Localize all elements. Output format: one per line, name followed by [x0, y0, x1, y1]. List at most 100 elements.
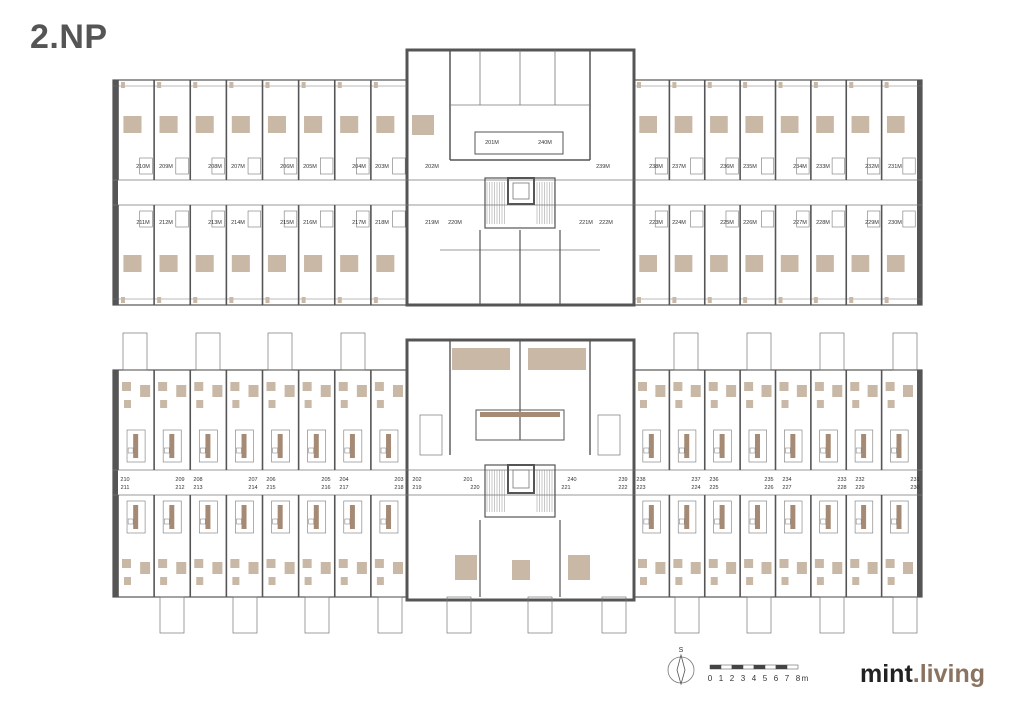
furniture [781, 400, 789, 408]
scale-segment [731, 664, 744, 670]
wall-fixture [648, 434, 654, 458]
bed [780, 116, 799, 133]
furniture [816, 577, 824, 585]
unit-label-237m: 237M [672, 164, 686, 170]
bathroom [831, 210, 845, 228]
furniture [655, 562, 666, 574]
unit-label-214: 214 [248, 485, 257, 491]
unit-label-204m: 204M [352, 164, 366, 170]
wall-fixture [825, 434, 831, 458]
unit-label-205m: 205M [303, 164, 317, 170]
wall-fixture [277, 505, 283, 529]
window-sill [265, 82, 270, 88]
core-room [597, 414, 621, 456]
bathroom [247, 157, 261, 175]
scale-segment [742, 664, 755, 670]
toilet [643, 447, 650, 454]
window-sill [637, 82, 641, 88]
furniture [196, 400, 204, 408]
bed [340, 116, 359, 133]
unit-label-206: 206 [266, 477, 275, 483]
bed [710, 116, 728, 133]
toilet [163, 518, 170, 525]
window-sill [157, 297, 162, 303]
wall-fixture [790, 505, 796, 529]
scale-tick: 7 [785, 674, 790, 683]
unit-label-218: 218 [394, 485, 403, 491]
unit-label-209: 209 [175, 477, 184, 483]
unit-label-222m: 222M [599, 220, 613, 226]
end-wall [917, 80, 922, 305]
furniture [850, 382, 860, 391]
bed [851, 255, 870, 272]
bed [376, 255, 395, 272]
furniture [779, 559, 789, 568]
bathroom [139, 157, 153, 175]
scale-tick: 2 [730, 674, 735, 683]
unit-label-211: 211 [121, 485, 130, 491]
unit-label-207: 207 [248, 477, 257, 483]
scale-tick: 3 [741, 674, 746, 683]
core-furniture [512, 560, 530, 580]
bathroom [890, 429, 909, 463]
unit-label-216m: 216M [303, 220, 317, 226]
window-sill [778, 82, 783, 88]
bathroom [211, 157, 225, 175]
bathroom [677, 429, 697, 463]
toilet [785, 447, 791, 454]
unit-label-212: 212 [175, 485, 184, 491]
bathroom [690, 210, 704, 228]
balcony [673, 332, 699, 371]
toilet [308, 447, 314, 454]
bathroom [198, 429, 218, 463]
furniture [903, 562, 913, 574]
furniture [140, 385, 151, 397]
toilet [749, 447, 756, 454]
compass-label: S [679, 647, 684, 654]
unit-label-235: 235 [764, 477, 773, 483]
unit-label-210m: 210M [136, 164, 150, 170]
unit-label-207m: 207M [231, 164, 245, 170]
scale-segment [764, 664, 777, 670]
bathroom [139, 210, 153, 228]
bathroom [854, 500, 874, 534]
toilet [236, 447, 242, 454]
furniture [304, 400, 312, 408]
bed [710, 255, 728, 272]
unit-label-220m: 220M [448, 220, 462, 226]
unit-label-239m: 239M [596, 164, 610, 170]
wall-fixture [719, 434, 725, 458]
furniture [176, 562, 187, 574]
unit-label-217: 217 [339, 485, 348, 491]
furniture [232, 400, 240, 408]
furniture [122, 382, 131, 391]
wall-fixture [754, 434, 760, 458]
wall-fixture [719, 505, 725, 529]
unit-label-231: 231 [910, 477, 919, 483]
unit-label-203m: 203M [375, 164, 389, 170]
furniture [266, 382, 276, 391]
window-sill [121, 82, 125, 88]
scale-segment [786, 664, 799, 670]
core-counter [480, 412, 560, 417]
furniture [230, 559, 240, 568]
outer-wall [112, 79, 408, 306]
toilet [308, 518, 314, 525]
unit-label-235m: 235M [743, 164, 757, 170]
elevator-car [512, 469, 530, 489]
unit-label-225m: 225M [720, 220, 734, 226]
window-sill [672, 297, 677, 303]
furniture [376, 577, 384, 585]
toilet [200, 447, 206, 454]
elevator-car [512, 182, 530, 200]
unit-label-201: 201 [463, 477, 472, 483]
window-sill [229, 297, 234, 303]
unit-label-215m: 215M [280, 220, 294, 226]
scale-tick: 4 [752, 674, 757, 683]
bathroom [796, 210, 810, 228]
unit-label-225: 225 [709, 485, 718, 491]
logo-part2: living [919, 660, 986, 688]
unit-label-238: 238 [636, 477, 645, 483]
furniture [640, 400, 647, 408]
toilet [891, 518, 897, 525]
